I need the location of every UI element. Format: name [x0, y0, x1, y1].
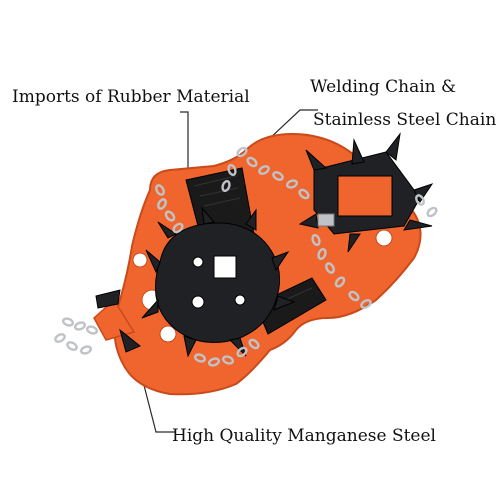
chain-right: [311, 194, 438, 309]
chain-left: [54, 184, 184, 355]
toe-spikes-left: [95, 289, 141, 353]
chain-lower: [193, 338, 260, 367]
rubber-material-label: Imports of Rubber Material: [12, 87, 250, 107]
toe-steel-plate: [298, 132, 434, 253]
stainless-steel-chain-label: Stainless Steel Chain: [313, 110, 497, 130]
manganese-steel-label: High Quality Manganese Steel: [172, 426, 436, 446]
heel-steel-plate: [141, 206, 296, 358]
stainless-chains: [54, 146, 438, 367]
chain-upper: [221, 146, 310, 200]
welding-chain-label: Welding Chain &: [310, 77, 457, 97]
